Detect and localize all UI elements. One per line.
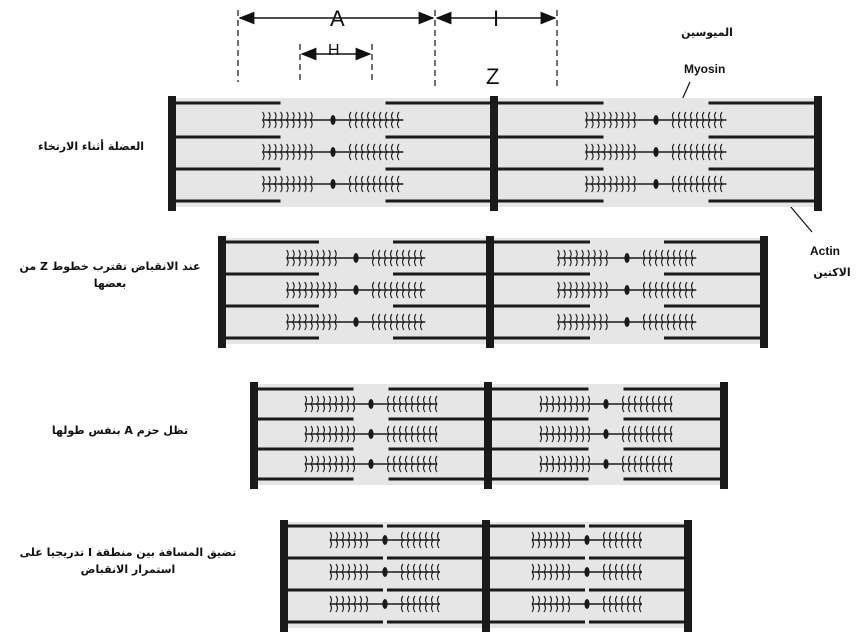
m-line-dot <box>584 567 589 577</box>
z-line <box>684 520 692 632</box>
dimension-markers <box>238 10 557 88</box>
m-line-dot <box>368 399 373 409</box>
z-line <box>490 96 498 211</box>
actin-pointer <box>790 206 812 232</box>
m-line-dot <box>584 599 589 609</box>
m-line-dot <box>382 535 387 545</box>
stage-1 <box>168 96 822 211</box>
m-line-dot <box>653 179 658 189</box>
m-line-dot <box>330 115 335 125</box>
z-line <box>484 382 492 489</box>
m-line-dot <box>603 429 608 439</box>
stage-2 <box>218 236 768 348</box>
stage-4-caption: تضيق المسافة بين منطقة I تدريجيا على است… <box>18 544 238 578</box>
z-line <box>486 236 494 348</box>
z-line <box>218 236 226 348</box>
actin-label-ar: الاكتين <box>808 264 856 281</box>
m-line-dot <box>624 285 629 295</box>
m-line-dot <box>382 567 387 577</box>
sarcomere-stages <box>168 96 822 632</box>
h-zone-label: H <box>328 42 340 60</box>
m-line-dot <box>382 599 387 609</box>
m-line-dot <box>653 147 658 157</box>
m-line-dot <box>368 459 373 469</box>
myosin-label-en: Myosin <box>684 62 725 76</box>
m-line-dot <box>330 179 335 189</box>
z-line <box>250 382 258 489</box>
m-line-dot <box>624 317 629 327</box>
m-line-dot <box>624 253 629 263</box>
i-band-label: I <box>493 6 499 32</box>
z-line <box>814 96 822 211</box>
m-line-dot <box>330 147 335 157</box>
stage-1-caption: العضلة أثناء الارتخاء <box>10 138 172 155</box>
actin-label-en: Actin <box>810 244 840 258</box>
m-line-dot <box>653 115 658 125</box>
z-line <box>760 236 768 348</box>
z-line-label: Z <box>486 64 499 90</box>
z-line <box>482 520 490 632</box>
myosin-label-ar: الميوسين <box>672 24 742 41</box>
m-line-dot <box>368 429 373 439</box>
stage-3-caption: تظل حزم A بنفس طولها <box>40 422 200 439</box>
m-line-dot <box>603 459 608 469</box>
stage-3 <box>250 382 728 489</box>
m-line-dot <box>353 253 358 263</box>
m-line-dot <box>584 535 589 545</box>
z-line <box>720 382 728 489</box>
m-line-dot <box>353 285 358 295</box>
a-band-label: A <box>330 6 345 32</box>
z-line <box>280 520 288 632</box>
stage-4 <box>280 520 692 632</box>
m-line-dot <box>353 317 358 327</box>
stage-2-caption: عند الانقباض تقترب خطوط Z من بعضها <box>12 258 208 292</box>
m-line-dot <box>603 399 608 409</box>
